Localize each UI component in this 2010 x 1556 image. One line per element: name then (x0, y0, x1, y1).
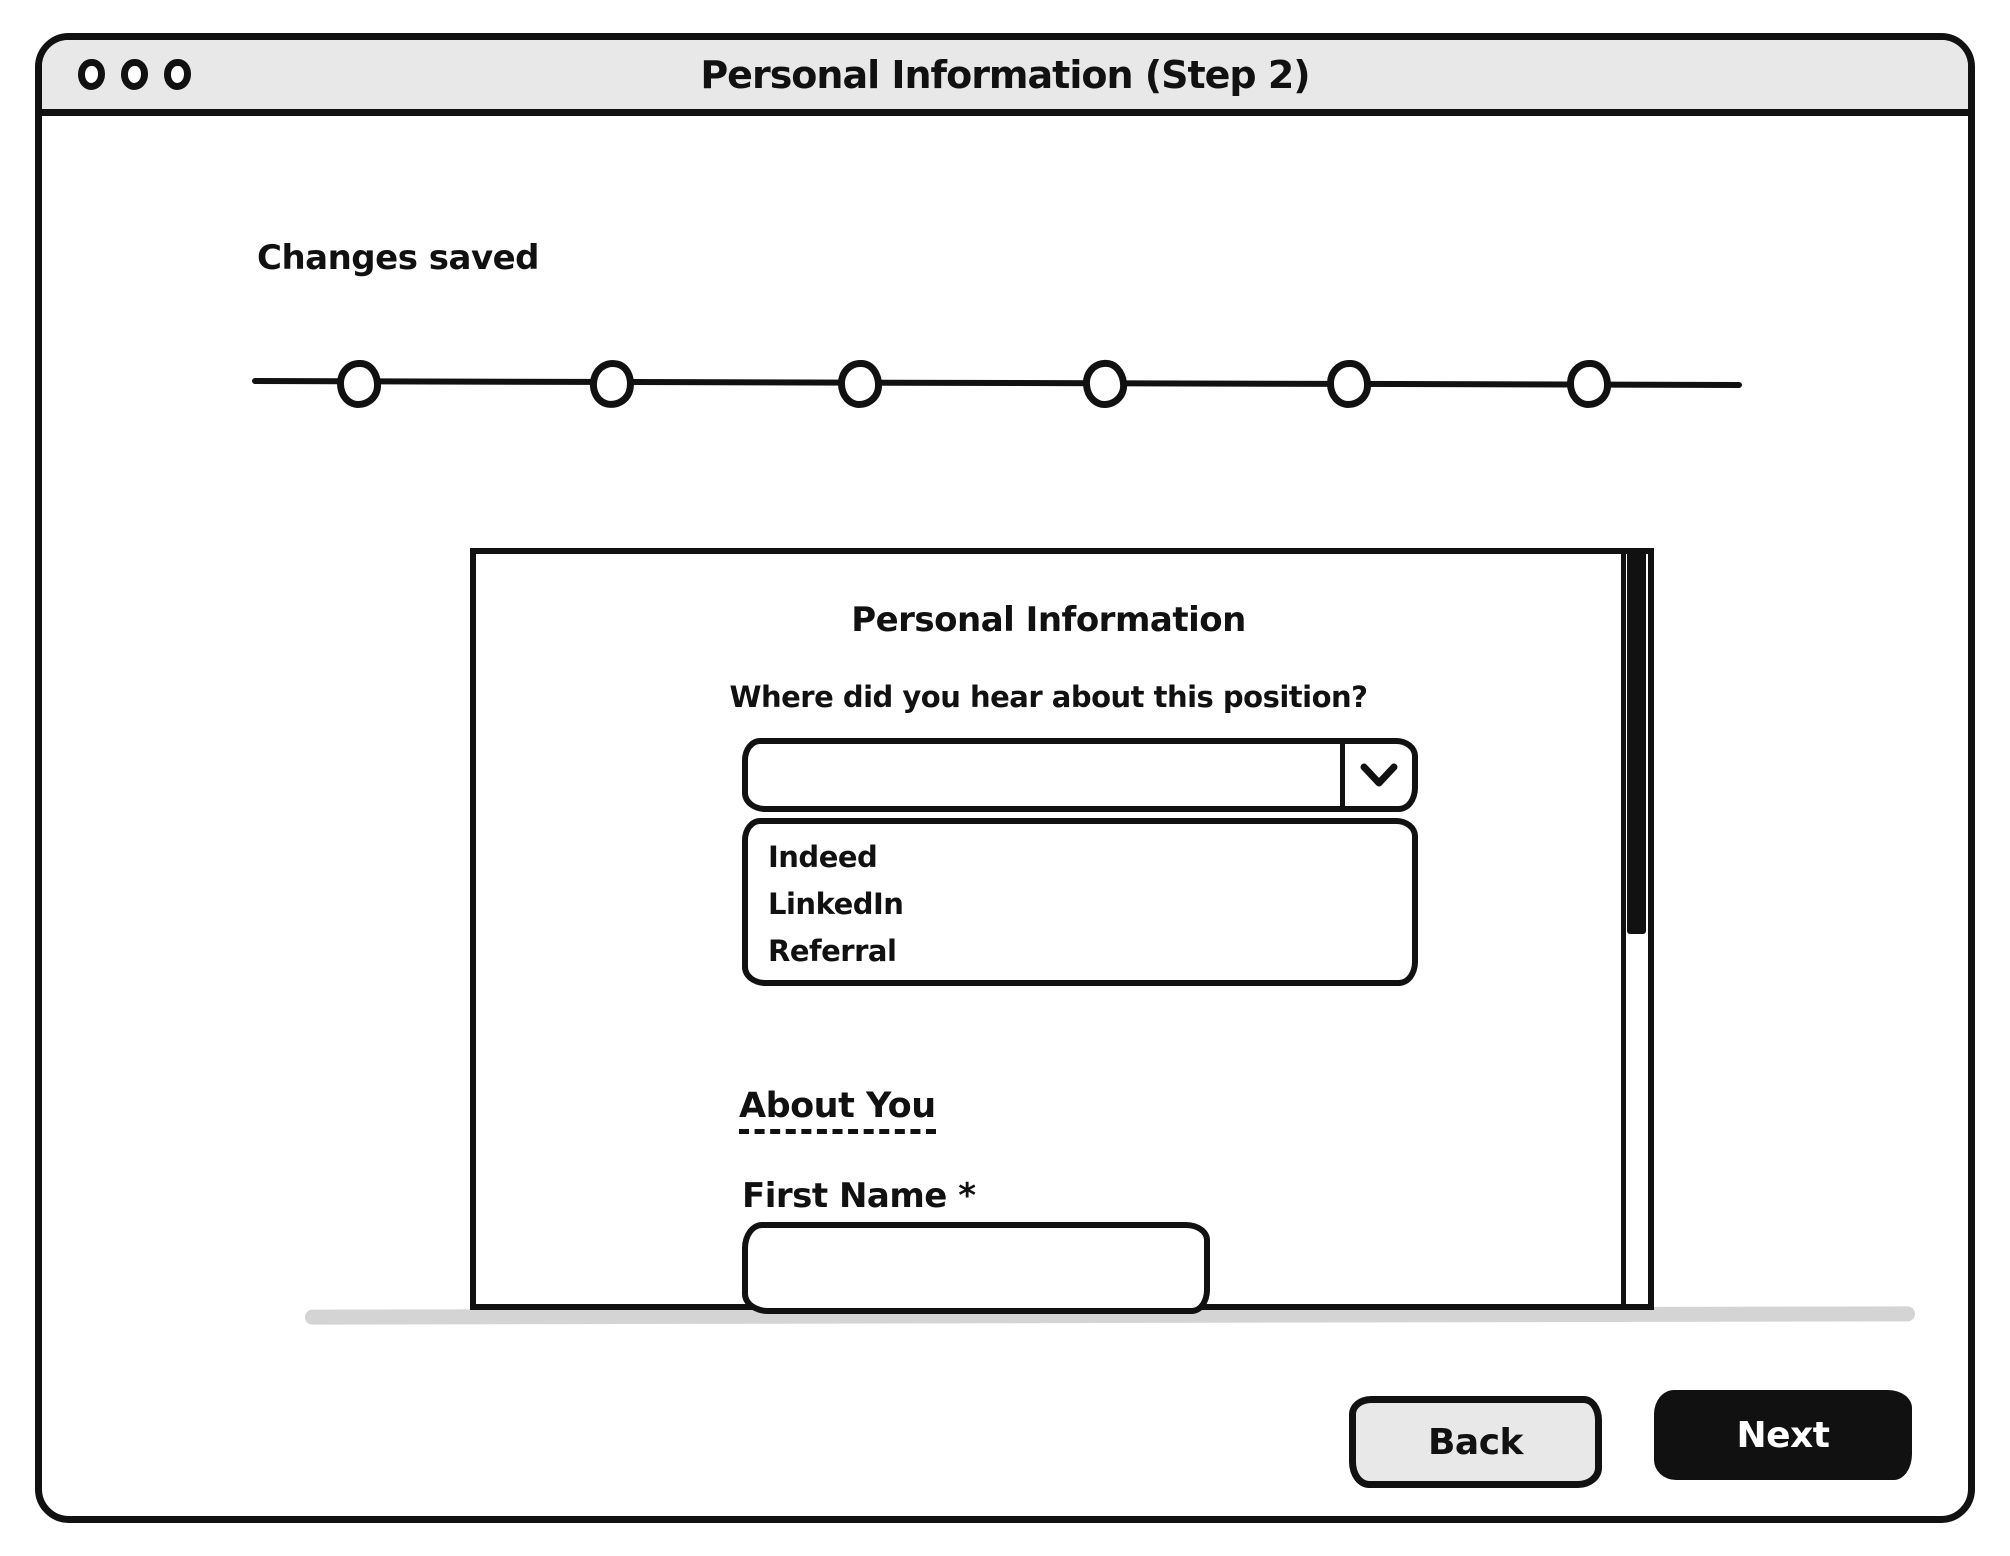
about-you-heading: About You (739, 1086, 936, 1134)
scrollbar-thumb[interactable] (1627, 554, 1646, 934)
app-window: Personal Information (Step 2) Changes sa… (35, 33, 1975, 1523)
minimize-window-icon[interactable] (121, 59, 148, 90)
back-button[interactable]: Back (1349, 1396, 1602, 1488)
status-message: Changes saved (257, 238, 540, 278)
step-circle-6[interactable] (1567, 360, 1611, 408)
maximize-window-icon[interactable] (164, 59, 191, 90)
dropdown-option-linkedin[interactable]: LinkedIn (768, 887, 904, 921)
step-circle-5[interactable] (1327, 360, 1371, 408)
dropdown-option-referral[interactable]: Referral (768, 934, 897, 968)
source-question-label: Where did you hear about this position? (729, 680, 1368, 714)
first-name-label: First Name * (742, 1176, 976, 1216)
form-card: Personal Information Where did you hear … (470, 548, 1654, 1314)
stepper-line (251, 378, 1743, 388)
step-circle-2[interactable] (586, 357, 638, 411)
titlebar: Personal Information (Step 2) (42, 40, 1968, 116)
progress-stepper (251, 357, 1743, 411)
step-circle-1[interactable] (337, 360, 381, 408)
source-select[interactable] (742, 738, 1418, 812)
window-title: Personal Information (Step 2) (700, 52, 1310, 97)
traffic-lights (78, 59, 191, 90)
next-button[interactable]: Next (1654, 1390, 1912, 1480)
form-heading: Personal Information (851, 600, 1246, 640)
source-dropdown-list: Indeed LinkedIn Referral (742, 818, 1418, 986)
close-window-icon[interactable] (78, 59, 105, 90)
first-name-input[interactable] (742, 1222, 1210, 1314)
card-scrollbar[interactable] (1621, 554, 1648, 1304)
chevron-down-icon (1360, 763, 1397, 787)
source-select-value (748, 744, 1340, 806)
step-circle-4[interactable] (1081, 358, 1129, 410)
dropdown-option-indeed[interactable]: Indeed (768, 840, 878, 874)
select-caret-section[interactable] (1340, 744, 1412, 806)
step-circle-3[interactable] (838, 360, 882, 408)
